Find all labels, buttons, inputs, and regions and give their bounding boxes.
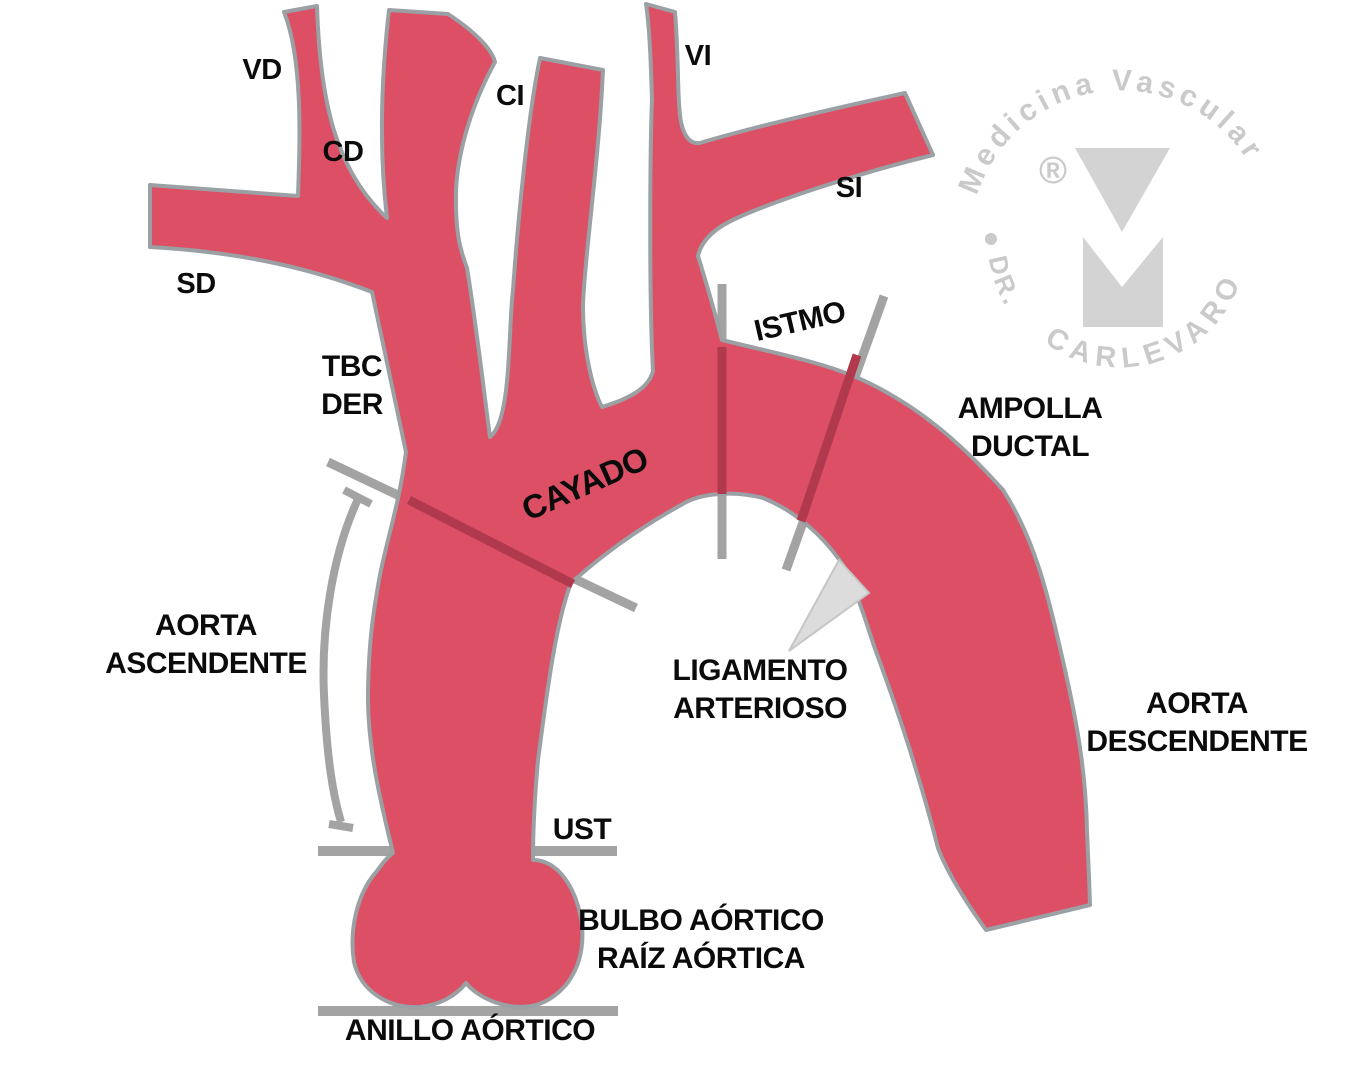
label-aorta-ascendente: AORTA ASCENDENTE <box>105 607 307 683</box>
label-si: SI <box>835 172 863 204</box>
watermark-logo-triangle <box>1075 148 1170 232</box>
label-aorta-descendente-line1: AORTA <box>1146 687 1248 720</box>
aorta-vessel-shape <box>148 2 1092 1010</box>
arch-boundary-line-inner <box>406 495 576 589</box>
label-ci: CI <box>496 80 525 112</box>
label-cd: CD <box>322 136 364 168</box>
ligamento-pointer-triangle <box>788 558 871 652</box>
label-tbc-line1: TBC <box>321 350 383 383</box>
label-ust: UST <box>552 813 612 846</box>
label-ligamento-line1: LIGAMENTO <box>672 654 848 687</box>
bracket-cap-top <box>342 486 373 508</box>
label-tbc-line2: DER <box>321 388 383 421</box>
measurement-lines-front <box>406 347 862 589</box>
ascending-aorta-bracket <box>319 497 362 824</box>
label-anillo-aortico: ANILLO AÓRTICO <box>344 1014 596 1047</box>
label-sd: SD <box>176 268 216 300</box>
label-vi: VI <box>684 40 712 72</box>
label-bulbo-line1: BULBO AÓRTICO <box>578 904 824 937</box>
label-aorta-ascendente-line1: AORTA <box>155 609 257 642</box>
label-aorta-ascendente-line2: ASCENDENTE <box>105 647 307 680</box>
registered-trademark-icon: ® <box>1039 150 1067 192</box>
watermark-bullet-icon: • <box>984 215 999 262</box>
label-ampolla-line2: DUCTAL <box>970 430 1090 463</box>
label-ligamento-arterioso: LIGAMENTO ARTERIOSO <box>673 652 848 728</box>
label-bulbo-line2: RAÍZ AÓRTICA <box>597 942 805 975</box>
label-bulbo-raiz: BULBO AÓRTICO RAÍZ AÓRTICA <box>578 902 824 978</box>
watermark-stamp: Medicina Vascular DR. CARLEVARO ® • <box>952 64 1266 375</box>
label-ampolla-ductal: AMPOLLA DUCTAL <box>958 390 1103 466</box>
bracket-cap-bottom <box>328 820 354 832</box>
label-ampolla-line1: AMPOLLA <box>957 392 1103 425</box>
istmo-line-right-inner <box>796 353 862 523</box>
label-aorta-descendente: AORTA DESCENDENTE <box>1086 685 1308 761</box>
watermark-logo-m-base <box>1083 237 1163 327</box>
label-tbc-der: TBC DER <box>321 348 383 424</box>
label-ligamento-line2: ARTERIOSO <box>673 692 847 725</box>
label-aorta-descendente-line2: DESCENDENTE <box>1086 725 1308 758</box>
label-vd: VD <box>242 54 282 86</box>
